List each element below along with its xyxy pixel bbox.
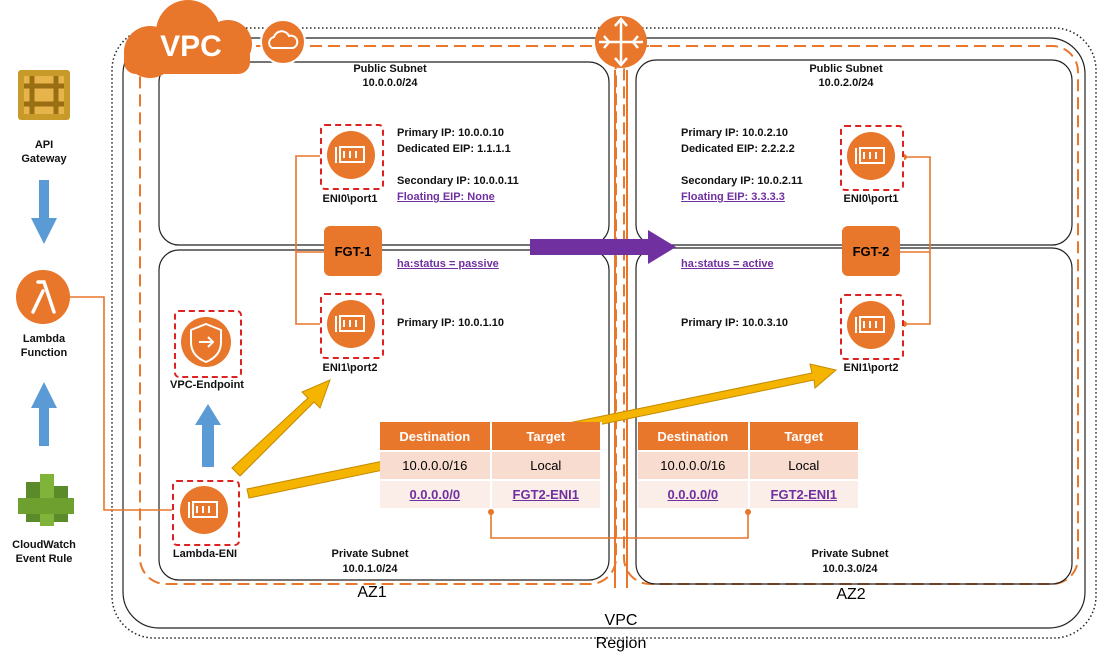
az2-public-subnet-cidr: 10.0.2.0/24 (818, 77, 874, 89)
fgt2-firewall: FGT-2 (842, 226, 900, 276)
lambda-eni-icon (180, 486, 228, 534)
az1-eni0-icon (327, 131, 375, 179)
az1-route-destination: 10.0.0.0/16 (380, 450, 492, 480)
az2-eni1-label: ENI1\port2 (843, 362, 899, 374)
az1-eni1-label: ENI1\port2 (322, 362, 378, 374)
az2-private-subnet-cidr: 10.0.3.0/24 (822, 563, 878, 575)
az2-route-destination: 10.0.0.0/16 (638, 450, 750, 480)
router-icon (595, 16, 647, 68)
az2-eni1-primary-ip: Primary IP: 10.0.3.10 (681, 317, 789, 329)
az1-label: AZ1 (357, 584, 387, 601)
az1-ha-status: ha:status = passive (397, 258, 499, 270)
az2-eni1-icon (847, 301, 895, 349)
vpc-badge-text: VPC (160, 30, 222, 63)
vpc-endpoint-icon (181, 317, 231, 367)
az1-public-subnet-name: Public Subnet (353, 63, 427, 75)
az2-public-subnet-name: Public Subnet (809, 63, 883, 75)
vpc-cloud-icon (124, 0, 252, 78)
az1-route-row: 10.0.0.0/16 Local (380, 450, 603, 480)
yellow-arrow-to-eni1 (231, 379, 331, 477)
fgt1-eni-connector (295, 155, 324, 325)
lambda-eni-label: Lambda-ENI (172, 548, 238, 560)
az2-route-header-target: Target (748, 422, 861, 451)
az2-eni0-floating-eip: Floating EIP: 3.3.3.3 (681, 191, 785, 203)
fgt2-eni-connector (904, 156, 931, 325)
up-arrow-blue (31, 382, 57, 446)
az1-route-header-target: Target (490, 422, 603, 451)
az1-route-header-destination: Destination (380, 422, 492, 451)
az1-public-subnet-cidr: 10.0.0.0/24 (362, 77, 418, 89)
az1-eni1-icon (327, 300, 375, 348)
az1-public-subnet-box (158, 61, 610, 246)
lambda-function-label: Lambda Function (20, 333, 68, 359)
az2-eni0-dedicated-eip: Dedicated EIP: 2.2.2.2 (681, 143, 795, 155)
az1-route-target[interactable]: FGT2-ENI1 (490, 479, 603, 508)
az2-route-target: Local (748, 450, 861, 480)
vpc-endpoint-label: VPC-Endpoint (170, 379, 244, 391)
az2-route-row: 0.0.0.0/0 FGT2-ENI1 (638, 479, 861, 508)
lambda-to-eni-connector (70, 296, 176, 511)
az2-ha-status: ha:status = active (681, 258, 774, 270)
route-table-connector (490, 512, 749, 539)
az2-route-header-destination: Destination (638, 422, 750, 451)
region-label: Region (595, 635, 647, 652)
cloudwatch-event-rule-label: CloudWatch Event Rule (12, 539, 76, 565)
az2-eni0-secondary-ip: Secondary IP: 10.0.2.11 (681, 175, 803, 187)
cloudwatch-event-rule-icon (18, 474, 74, 526)
az1-route-destination[interactable]: 0.0.0.0/0 (380, 479, 492, 508)
az2-eni0-icon (847, 132, 895, 180)
az2-private-subnet-name: Private Subnet (811, 548, 889, 560)
az2-route-target[interactable]: FGT2-ENI1 (748, 479, 861, 508)
az1-eni1-primary-ip: Primary IP: 10.0.1.10 (397, 317, 505, 329)
cloud-icon (260, 19, 306, 65)
fgt1-firewall: FGT-1 (324, 226, 382, 276)
az2-route-destination[interactable]: 0.0.0.0/0 (638, 479, 750, 508)
az1-eni0-secondary-ip: Secondary IP: 10.0.0.11 (397, 175, 519, 187)
az1-route-target: Local (490, 450, 603, 480)
down-arrow-blue (31, 180, 57, 244)
az1-eni0-primary-ip: Primary IP: 10.0.0.10 (397, 127, 505, 139)
az2-eni0-label: ENI0\port1 (843, 193, 899, 205)
az1-eni0-label: ENI0\port1 (322, 193, 378, 205)
az1-eni0-dedicated-eip: Dedicated EIP: 1.1.1.1 (397, 143, 511, 155)
az2-route-table: Destination Target 10.0.0.0/16 Local 0.0… (638, 422, 861, 508)
az2-label: AZ2 (836, 586, 866, 603)
failover-arrow (530, 230, 676, 264)
az1-eni0-floating-eip: Floating EIP: None (397, 191, 495, 203)
az2-route-row: 10.0.0.0/16 Local (638, 450, 861, 480)
region-boundary (111, 27, 1097, 639)
lambda-icon (16, 270, 70, 324)
up-arrow-vpc-endpoint (195, 404, 221, 467)
az1-route-row: 0.0.0.0/0 FGT2-ENI1 (380, 479, 603, 508)
api-gateway-label: API Gateway (21, 139, 67, 165)
vpc-label: VPC (604, 612, 638, 629)
az1-private-subnet-cidr: 10.0.1.0/24 (342, 563, 398, 575)
api-gateway-icon (18, 70, 70, 120)
az1-route-table: Destination Target 10.0.0.0/16 Local 0.0… (380, 422, 603, 508)
az2-eni0-primary-ip: Primary IP: 10.0.2.10 (681, 127, 789, 139)
az1-private-subnet-name: Private Subnet (331, 548, 409, 560)
